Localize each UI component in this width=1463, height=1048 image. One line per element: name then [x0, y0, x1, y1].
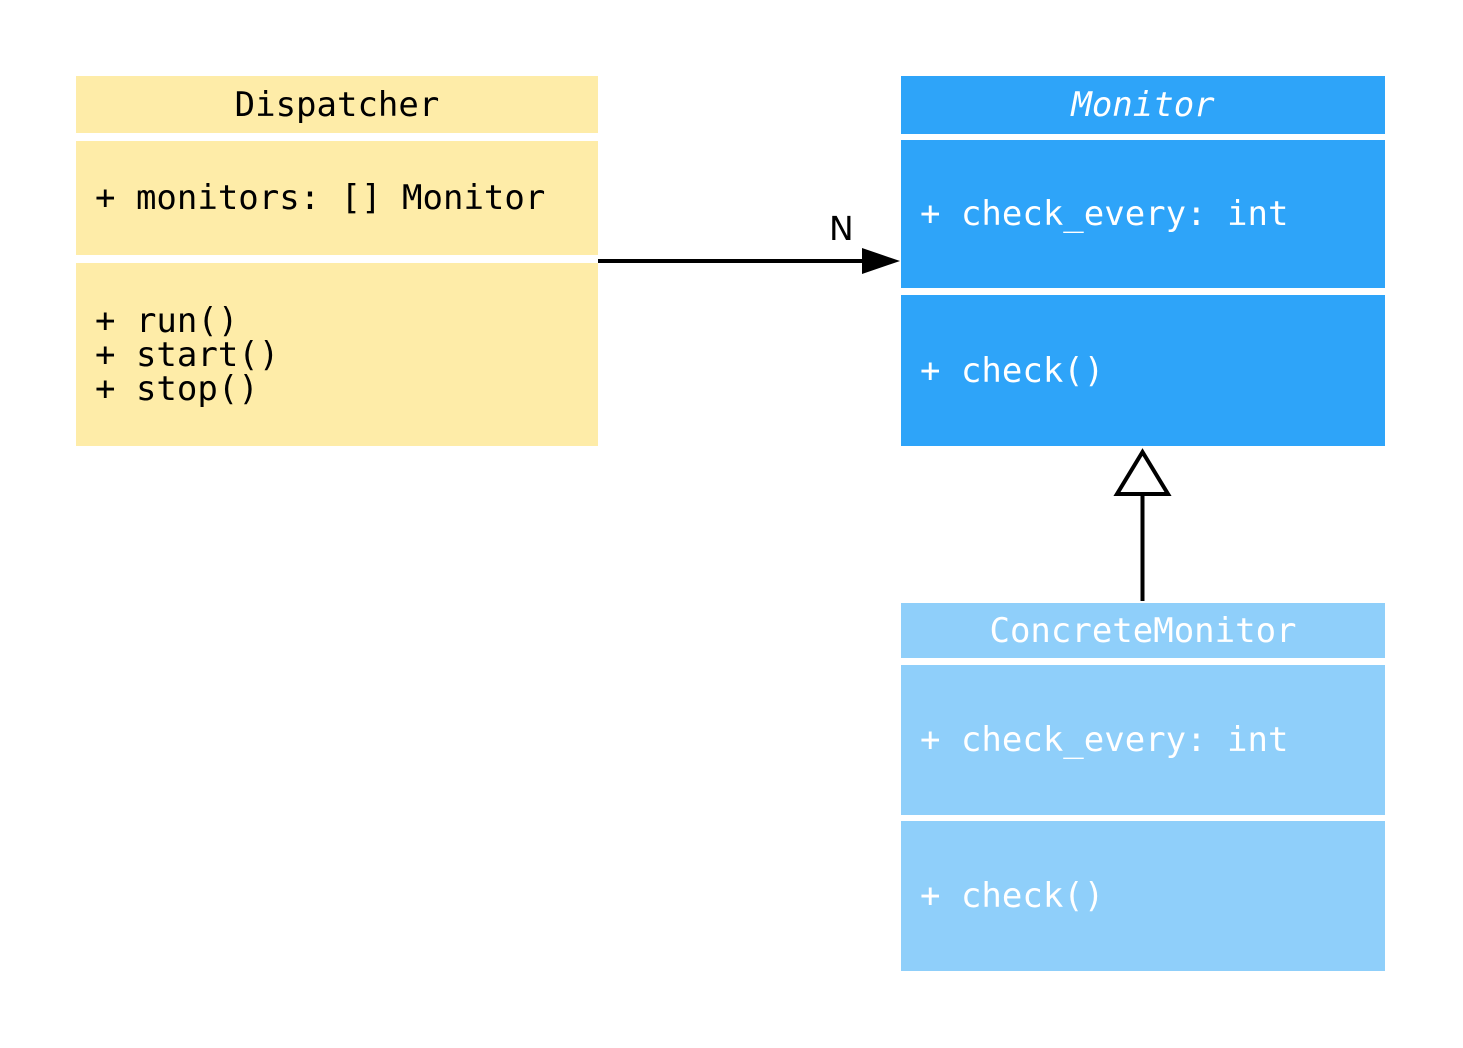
association-arrowhead-icon — [862, 248, 900, 274]
class-title-section-concretemonitor: ConcreteMonitor — [901, 603, 1385, 658]
class-methods-section-dispatcher: + run() + start() + stop() — [76, 263, 598, 446]
class-methods-section-concretemonitor: + check() — [901, 821, 1385, 971]
method-row: + stop() — [95, 368, 259, 409]
class-name-dispatcher: Dispatcher — [234, 84, 440, 125]
class-attributes-section-dispatcher: + monitors: [] Monitor — [76, 141, 598, 255]
method-row: + check() — [920, 350, 1105, 391]
edge-multiplicity-label: N — [829, 209, 854, 248]
attribute-row: + check_every: int — [920, 194, 1289, 234]
class-box-concretemonitor: ConcreteMonitor + check_every: int + che… — [901, 603, 1385, 971]
attribute-row: + monitors: [] Monitor — [95, 178, 546, 218]
class-attributes-section-concretemonitor: + check_every: int — [901, 665, 1385, 815]
class-title-section-dispatcher: Dispatcher — [76, 76, 598, 133]
class-methods-section-monitor: + check() — [901, 295, 1385, 446]
attribute-row: + check_every: int — [920, 720, 1289, 760]
class-box-dispatcher: Dispatcher + monitors: [] Monitor + run(… — [76, 76, 598, 446]
class-name-concretemonitor: ConcreteMonitor — [989, 610, 1297, 651]
method-row: + run() — [95, 300, 239, 341]
class-title-section-monitor: Monitor — [901, 76, 1385, 134]
class-box-monitor: Monitor + check_every: int + check() — [901, 76, 1385, 446]
inheritance-triangle-icon — [1113, 448, 1172, 496]
class-name-monitor: Monitor — [1071, 85, 1215, 125]
class-attributes-section-monitor: + check_every: int — [901, 140, 1385, 288]
method-row: + start() — [95, 334, 280, 375]
method-row: + check() — [920, 876, 1105, 916]
